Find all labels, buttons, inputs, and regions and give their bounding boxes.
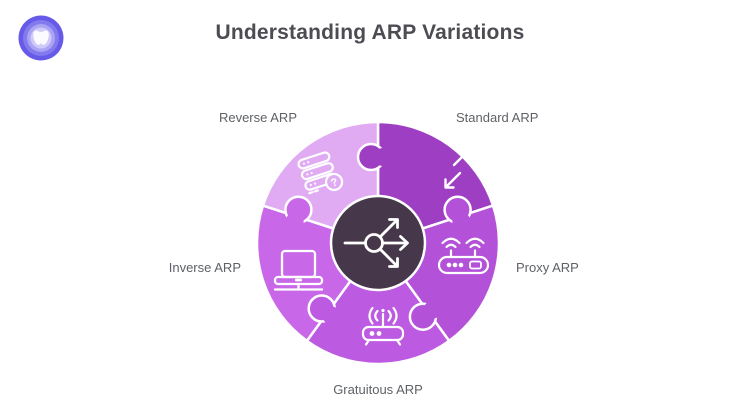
arp-puzzle-wheel: ? [255,120,501,366]
segment-label-standard-arp: Standard ARP [456,110,539,125]
segment-label-gratuitous-arp: Gratuitous ARP [333,382,423,397]
whimsical-logo-icon [18,15,64,61]
segment-gratuitous-arp[interactable] [305,241,451,366]
segment-label-inverse-arp: Inverse ARP [168,260,241,275]
segment-label-proxy-arp: Proxy ARP [516,260,579,275]
laptop-icon [273,249,324,291]
network-hub-icon [343,218,409,268]
puzzle-knob-right [443,195,472,231]
segment-label-reverse-arp: Reverse ARP [218,110,297,125]
center-hub[interactable] [329,194,427,292]
question-badge: ? [329,176,339,190]
broadcast-router-icon [361,306,405,346]
puzzle-knob-top [356,142,392,172]
server-question-icon: ? [297,151,344,195]
puzzle-knob-bottom-right [408,300,442,331]
puzzle-knob-left [284,195,313,231]
diagonal-arrows-icon [444,149,470,189]
wifi-router-icon [437,237,490,275]
puzzle-knob-bottom-left [307,294,341,325]
page-title: Understanding ARP Variations [215,21,525,44]
